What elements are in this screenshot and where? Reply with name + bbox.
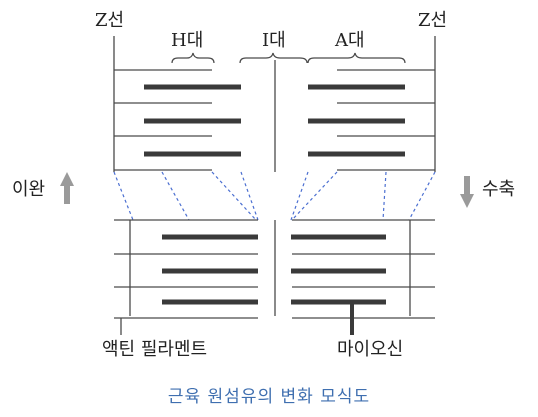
z-line-right-label: Z선 [418, 10, 448, 31]
guide-z-right [408, 171, 436, 221]
relaxed-sarcomere [113, 36, 436, 172]
actin-filament-label: 액틴 필라멘트 [102, 339, 208, 360]
guide-actin-right-end [291, 171, 338, 221]
i-band-label: I대 [262, 30, 286, 51]
h-band-brace [171, 52, 215, 64]
a-band-brace [307, 52, 406, 64]
myosin-contracted [162, 234, 386, 335]
band-braces [171, 52, 406, 64]
guide-lines [113, 171, 436, 221]
contracted-sarcomere [114, 219, 435, 335]
myosin-relaxed [144, 84, 405, 157]
relax-arrow-icon [60, 172, 74, 204]
i-band-brace [239, 52, 308, 64]
myosin-label: 마이오신 [337, 339, 404, 360]
h-band-label: H대 [171, 30, 204, 51]
guide-myosin-left-inner [240, 171, 259, 221]
guide-myosin-right-inner [290, 171, 309, 221]
contract-label: 수축 [482, 179, 516, 200]
guide-myosin-right-outer [382, 171, 387, 221]
contract-arrow-icon [460, 176, 474, 208]
z-line-left-label: Z선 [95, 10, 125, 31]
guide-actin-left-end [211, 171, 257, 221]
guide-myosin-left-outer [161, 171, 190, 221]
relax-label: 이완 [12, 179, 46, 200]
guide-z-left [113, 171, 134, 221]
figure-caption: 근육 원섬유의 변화 모식도 [167, 387, 371, 407]
a-band-label: A대 [335, 30, 365, 51]
